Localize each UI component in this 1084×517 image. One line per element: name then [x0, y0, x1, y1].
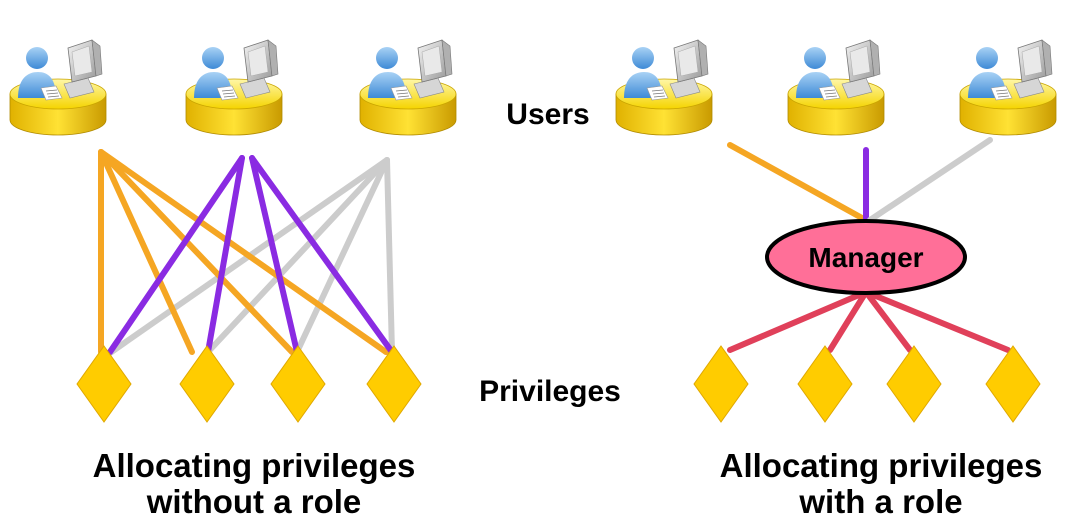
connection-line: [249, 155, 395, 355]
privilege-left-4: [366, 345, 422, 423]
user-right-2: [787, 39, 885, 136]
privilege-right-4: [985, 345, 1041, 423]
diamond-icon: [76, 345, 132, 423]
diamond-icon: [270, 345, 326, 423]
user-at-desk-icon: [615, 39, 713, 136]
caption-right-line2: with a role: [798, 483, 962, 517]
diamond-icon: [886, 345, 942, 423]
connection-line: [827, 289, 869, 353]
connection-line: [863, 289, 1011, 353]
user-right-3: [959, 39, 1057, 136]
caption-right-line1: Allocating privileges: [720, 447, 1043, 484]
user-left-2: [185, 39, 283, 136]
privilege-left-1: [76, 345, 132, 423]
connection-line: [863, 289, 913, 353]
role-label: Manager: [808, 242, 923, 273]
privileges-label: Privileges: [479, 375, 621, 408]
diamond-icon: [693, 345, 749, 423]
caption-left-line1: Allocating privileges: [93, 447, 416, 484]
connection-line: [249, 155, 300, 355]
privilege-right-3: [886, 345, 942, 423]
user-at-desk-icon: [959, 39, 1057, 136]
user-left-1: [9, 39, 107, 136]
privilege-left-3: [270, 345, 326, 423]
connection-line: [205, 157, 390, 355]
connection-line: [727, 142, 865, 221]
privilege-right-1: [693, 345, 749, 423]
role-node: [765, 219, 967, 295]
connection-line: [98, 149, 195, 355]
diamond-icon: [366, 345, 422, 423]
caption-left-line2: without a role: [146, 483, 362, 517]
connection-line: [98, 149, 295, 355]
connections-without-role: [98, 149, 395, 356]
privilege-left-2: [179, 345, 235, 423]
diamond-icon: [797, 345, 853, 423]
diamond-icon: [179, 345, 235, 423]
connection-line: [294, 157, 390, 355]
user-at-desk-icon: [185, 39, 283, 136]
connection-line: [384, 157, 395, 355]
user-at-desk-icon: [359, 39, 457, 136]
connection-line: [727, 289, 869, 353]
connection-line: [107, 155, 245, 355]
connection-line: [205, 155, 245, 355]
user-left-3: [359, 39, 457, 136]
users-label: Users: [506, 98, 589, 131]
connection-line: [867, 137, 993, 223]
user-at-desk-icon: [787, 39, 885, 136]
connections-with-role: [727, 137, 1011, 353]
user-right-1: [615, 39, 713, 136]
privilege-right-2: [797, 345, 853, 423]
diamond-icon: [985, 345, 1041, 423]
user-at-desk-icon: [9, 39, 107, 136]
connection-line: [98, 149, 389, 355]
